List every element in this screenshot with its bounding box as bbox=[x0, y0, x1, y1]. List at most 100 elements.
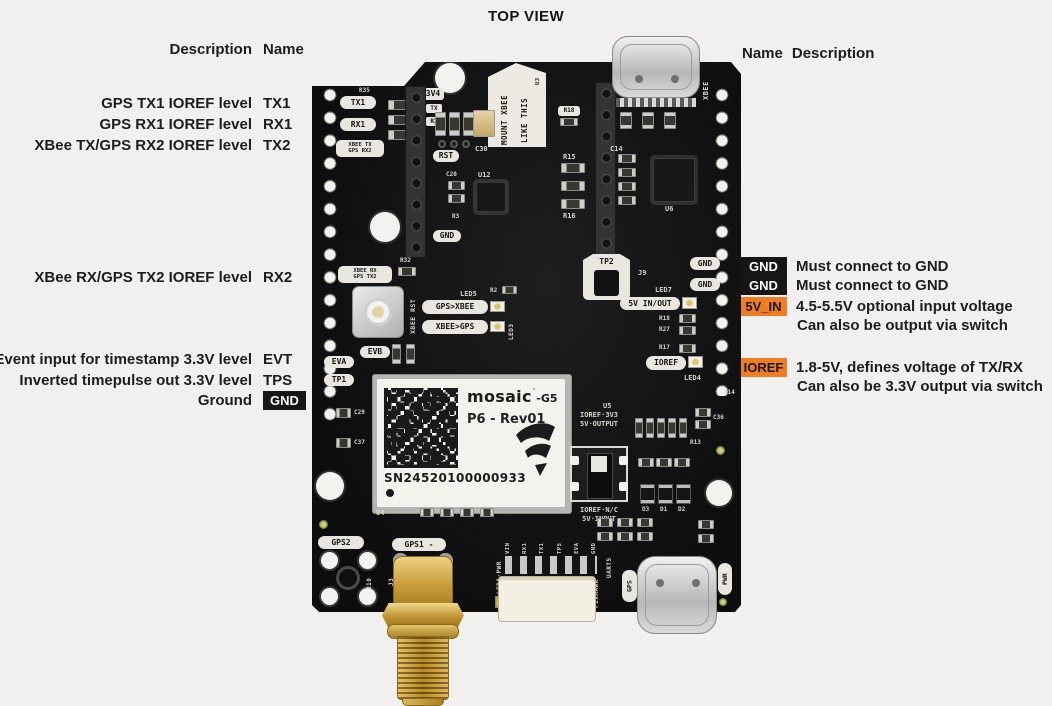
switch-pad bbox=[619, 482, 628, 491]
pin-description: GPS TX1 IOREF level bbox=[101, 95, 252, 112]
module-dot bbox=[386, 489, 394, 497]
c30-label: C30 bbox=[475, 145, 488, 153]
left-header-name: Name bbox=[263, 41, 304, 58]
capacitor bbox=[336, 438, 351, 448]
led7-label: LED7 bbox=[655, 286, 672, 294]
brand-text: mosaic bbox=[467, 387, 532, 406]
mounting-hole bbox=[706, 480, 732, 506]
xbee-usb-label: XBEE bbox=[702, 81, 710, 100]
capacitor bbox=[635, 418, 643, 438]
brand-mark: ˙ bbox=[531, 388, 537, 399]
usb-screw bbox=[635, 75, 643, 83]
pin-description: 4.5-5.5V optional input voltage bbox=[796, 298, 1013, 315]
sma-antenna-connector bbox=[370, 548, 474, 706]
tantalum-capacitor bbox=[473, 110, 495, 137]
d1-label: D1 bbox=[660, 506, 668, 513]
r27-label: R27 bbox=[659, 326, 670, 333]
usb-screw bbox=[656, 579, 664, 587]
pin-name: RX2 bbox=[263, 269, 293, 286]
resistor bbox=[449, 112, 460, 136]
pin-description: Must connect to GND bbox=[796, 277, 949, 294]
rst-label: RST bbox=[433, 150, 459, 162]
led3-led bbox=[490, 321, 505, 332]
mounting-hole bbox=[370, 212, 400, 242]
capacitor bbox=[448, 194, 465, 203]
r17-label: R17 bbox=[659, 344, 670, 351]
resistor bbox=[637, 518, 653, 527]
r18-label: R18 bbox=[659, 315, 670, 322]
right-header-description: Description bbox=[791, 45, 875, 62]
usb-screw bbox=[692, 579, 700, 587]
r32-label: R32 bbox=[400, 257, 411, 264]
pin-description: GPS RX1 IOREF level bbox=[99, 116, 252, 133]
tp1-pad-label: TP1 bbox=[324, 374, 354, 386]
pin-description: XBee TX/GPS RX2 IOREF level bbox=[34, 137, 252, 154]
r18-top-label: R18 bbox=[558, 106, 580, 116]
led4-label: LED4 bbox=[684, 374, 701, 382]
jst-pin-row bbox=[505, 556, 597, 574]
capacitor bbox=[656, 458, 672, 467]
pin-name: RX1 bbox=[263, 116, 293, 133]
led3-label: LED3 bbox=[508, 323, 515, 340]
capacitor bbox=[440, 508, 454, 517]
resistor bbox=[637, 532, 653, 541]
resistor bbox=[561, 181, 585, 191]
led5-label: LED5 bbox=[460, 290, 477, 298]
pin-description: Inverted timepulse out 3.3V level bbox=[19, 372, 252, 389]
led5-led bbox=[490, 301, 505, 312]
u12-label: U12 bbox=[478, 171, 491, 179]
usb-c-bottom-connector bbox=[637, 556, 717, 634]
pin-description: Ground bbox=[197, 392, 252, 409]
rx-label: RX bbox=[426, 117, 442, 126]
qr-code bbox=[384, 388, 458, 468]
j10-connector-hole bbox=[336, 566, 360, 590]
annotation-row-gnd1: GND Must connect to GND bbox=[740, 257, 949, 276]
sma-hex-nut bbox=[382, 603, 464, 628]
capacitor bbox=[618, 182, 636, 191]
resistor bbox=[617, 518, 633, 527]
antenna-pad-hole bbox=[321, 552, 338, 569]
led7-led bbox=[682, 297, 697, 309]
pwr-label: PWR bbox=[718, 563, 732, 595]
ioref-badge: IOREF bbox=[740, 358, 787, 377]
resistor bbox=[617, 532, 633, 541]
annotation-row-tx2: XBee TX/GPS RX2 IOREF level TX2 bbox=[0, 136, 306, 155]
capacitor bbox=[620, 112, 632, 129]
gnd-badge: GND bbox=[740, 276, 787, 295]
module-brand: mosaic˙-G5 bbox=[467, 387, 558, 407]
jst-pin-labels: VIN RX1 TX1 TPS EVA GND bbox=[505, 528, 597, 554]
3v4-label: 3V4 bbox=[422, 88, 444, 100]
jst-pin-label: EVA bbox=[573, 542, 580, 554]
5vin-badge: 5V_IN bbox=[740, 297, 787, 316]
switch-pad bbox=[619, 456, 628, 465]
xbee-header-strip bbox=[595, 82, 616, 255]
capacitor bbox=[392, 344, 401, 364]
rx2-pad-label: XBEE RX GPS TX2 bbox=[338, 266, 392, 283]
switch-pad bbox=[570, 456, 579, 465]
capacitor bbox=[406, 344, 415, 364]
capacitor bbox=[646, 418, 654, 438]
pin-name: TPS bbox=[263, 372, 293, 389]
right-header-name: Name bbox=[742, 45, 783, 62]
j9-label: J9 bbox=[638, 269, 647, 277]
resistor bbox=[679, 314, 696, 323]
u5-label: U5 bbox=[603, 402, 612, 410]
mounting-hole bbox=[316, 472, 344, 500]
gnd-badge: GND bbox=[740, 257, 787, 276]
annotation-row-gnd2: GND Must connect to GND bbox=[740, 276, 949, 295]
gnd-label: GND bbox=[433, 230, 461, 242]
switch-knob bbox=[591, 456, 607, 472]
usb-c-top-connector bbox=[612, 36, 700, 98]
diode bbox=[676, 484, 691, 504]
jst-pin-label: TPS bbox=[556, 542, 563, 554]
antenna-pad-hole bbox=[321, 588, 338, 605]
annotation-row-evt: Event input for timestamp 3.3V level EVT bbox=[0, 350, 306, 369]
antenna-pad-hole bbox=[359, 552, 376, 569]
pcb-board: TX1 RX1 XBEE TX GPS RX2 R35 3V4 TX RX RS… bbox=[312, 62, 741, 612]
resistor bbox=[679, 326, 696, 335]
gps2-pad-label: GPS2 bbox=[318, 536, 364, 549]
switch-label-5voutput: 5V·OUTPUT bbox=[580, 420, 618, 428]
pin-description: Event input for timestamp 3.3V level bbox=[0, 351, 252, 368]
button-cap bbox=[364, 298, 392, 326]
